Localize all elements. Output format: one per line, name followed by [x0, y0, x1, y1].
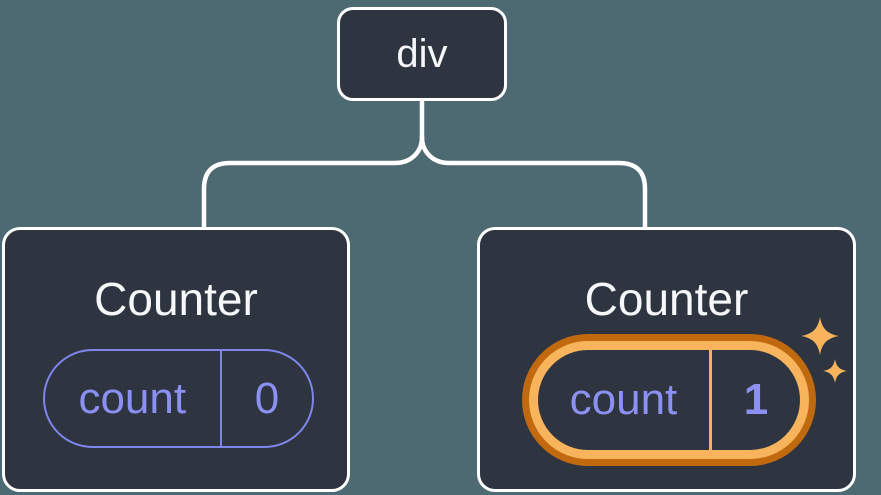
- state-pill-left-divider: [219, 351, 223, 446]
- counter-card-left-title: Counter: [94, 273, 258, 325]
- counter-card-right: Counter count 1: [477, 227, 856, 492]
- edge-left-branch: [201, 134, 425, 231]
- state-pill-right-highlight: count 1: [522, 334, 816, 466]
- state-pill-right: count 1: [529, 341, 809, 459]
- counter-card-right-title: Counter: [584, 273, 749, 325]
- edge-right-branch: [419, 134, 648, 231]
- state-pill-right-value: 1: [743, 375, 769, 424]
- sparkles-icon: [801, 317, 847, 383]
- state-pill-right-divider: [708, 350, 712, 450]
- root-node: div: [337, 7, 507, 101]
- state-pill-left-key: count: [78, 373, 187, 423]
- state-pill-left-value: 0: [254, 373, 280, 423]
- root-node-label: div: [396, 32, 448, 76]
- state-pill-left: count 0: [43, 349, 314, 448]
- state-pill-right-key: count: [569, 375, 678, 424]
- counter-card-left: Counter count 0: [2, 227, 350, 492]
